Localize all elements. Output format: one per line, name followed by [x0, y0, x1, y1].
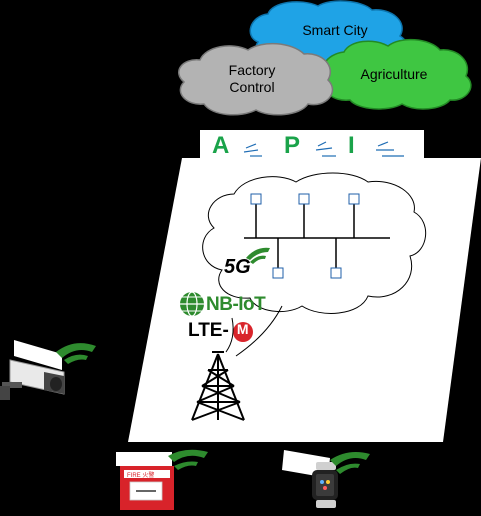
factory-control-label: Factory Control [206, 62, 298, 96]
network-node-icon [250, 193, 360, 279]
camera-signal-wave-icon [56, 343, 96, 364]
api-letter-i: I [348, 132, 355, 159]
api-letter-a: A [212, 132, 230, 159]
factory-control-line1: Factory [228, 62, 276, 78]
network-bus [244, 200, 390, 268]
signal-wave-icon [246, 247, 270, 264]
factory-control-cloud [178, 42, 334, 116]
factory-control-line2: Control [229, 79, 275, 95]
smart-city-label: Smart City [302, 22, 368, 38]
api-letter-p: P [284, 132, 301, 159]
globe-icon [180, 291, 204, 317]
ltem-badge [233, 322, 253, 342]
api-signal-dashes [243, 141, 404, 157]
label-ltem-suffix: M [236, 321, 249, 337]
label-ltem-prefix: LTE- [188, 320, 229, 341]
antenna-tower-icon [191, 351, 245, 421]
api-banner-a [200, 130, 424, 160]
fire-alarm-label: FIRE 火警 [127, 471, 154, 479]
smartwatch-icon [282, 450, 338, 508]
fire-alarm-signal-wave-icon [168, 449, 208, 470]
link-lines [225, 305, 283, 357]
camera-icon [0, 340, 65, 400]
label-ltem: LTE- M [188, 320, 248, 342]
core-network-cloud [202, 172, 427, 314]
label-5g: 5G [224, 256, 251, 278]
smartwatch-signal-wave-icon [330, 452, 370, 474]
fire-alarm-icon: FIRE 火警 [116, 452, 174, 510]
label-nbiot: NB-IoT [206, 294, 266, 315]
agriculture-label: Agriculture [360, 66, 428, 82]
